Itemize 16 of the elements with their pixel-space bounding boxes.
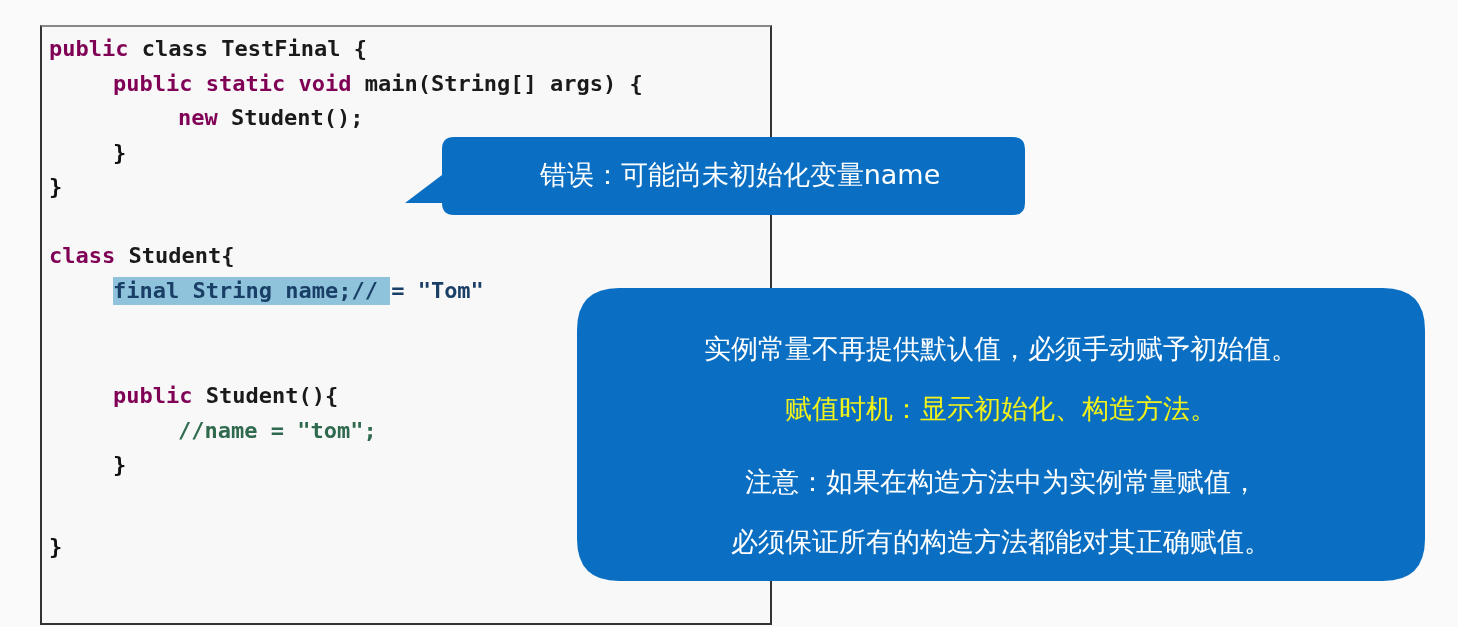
code-line: } bbox=[113, 451, 127, 479]
code-line: public static void main(String[] args) { bbox=[113, 70, 643, 98]
callout-text: 注意：如果在构造方法中为实例常量赋值，必须保证所有的构造方法都能对其正确赋值。 bbox=[730, 465, 1272, 559]
callout-text: 错误：可能尚未初始化变量name bbox=[538, 158, 942, 192]
callout-text: 赋值时机：显示初始化、构造方法。 bbox=[784, 392, 1218, 426]
code-line: } bbox=[113, 139, 127, 167]
code-line: new Student(); bbox=[178, 104, 364, 132]
callout-text: 实例常量不再提供默认值，必须手动赋予初始值。 bbox=[703, 332, 1299, 366]
code-line: } bbox=[49, 173, 63, 201]
code-line: public class TestFinal { bbox=[49, 35, 367, 63]
code-line: } bbox=[49, 533, 63, 561]
callout-bubble bbox=[405, 137, 1025, 215]
callout-bubble bbox=[577, 288, 1425, 581]
code-line: class Student{ bbox=[49, 242, 235, 270]
code-line: //name = "tom"; bbox=[178, 417, 377, 445]
code-line: public Student(){ bbox=[113, 382, 339, 410]
